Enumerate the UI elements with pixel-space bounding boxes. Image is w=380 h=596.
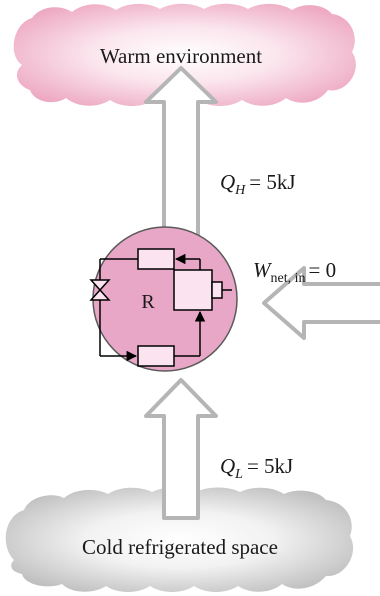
heat-rejected-label: QH= 5kJ [220,170,296,198]
heat-absorbed-label: QL = 5kJ [220,454,293,482]
warm-cloud-shape [13,3,356,106]
heat-absorbed-arrow [144,378,218,520]
work-input-arrow [262,266,380,340]
warm-environment-label: Warm environment [100,44,262,68]
heat-absorbed-subscript: L [234,467,243,482]
cold-space-cloud: Cold refrigerated space [5,487,354,592]
heat-rejected-symbol: Q [220,170,235,194]
work-input-symbol: W [253,258,273,282]
work-input-value: = 0 [309,258,337,282]
condenser-box [137,248,175,270]
heat-rejected-arrow [144,66,218,254]
warm-environment-cloud: Warm environment [13,3,356,106]
compressor-motor [211,281,223,299]
refrigeration-cycle-schematic [89,248,232,367]
work-input-subscript: net, in [271,271,306,286]
work-input-label: Wnet, in= 0 [253,258,336,286]
evaporator-box [137,345,175,367]
refrigerator-label: R [141,291,155,313]
expansion-valve [89,279,111,301]
compressor-box [173,269,213,311]
heat-rejected-subscript: H [234,183,246,198]
cold-space-label: Cold refrigerated space [82,535,278,559]
heat-rejected-value: = 5kJ [249,170,295,194]
heat-absorbed-symbol: Q [220,454,235,478]
heat-absorbed-value: = 5kJ [247,454,293,478]
cold-cloud-shape [5,487,354,592]
